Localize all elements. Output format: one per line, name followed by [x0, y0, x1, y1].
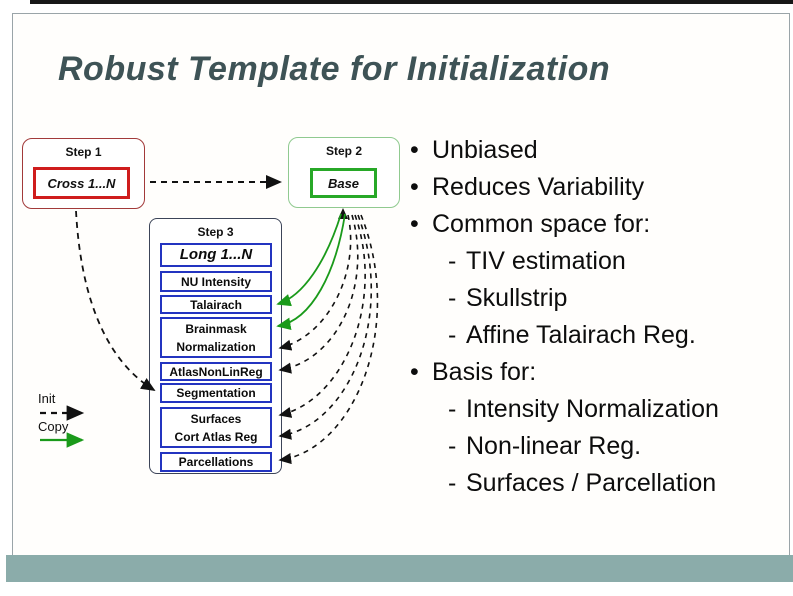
- bullet-item: •Basis for:: [410, 358, 537, 386]
- legend-init-label: Init: [38, 391, 56, 406]
- legend-copy-label: Copy: [38, 419, 69, 434]
- cell-brainmask-normalization: Brainmask Normalization: [160, 317, 272, 358]
- bullet-subitem: -Affine Talairach Reg.: [448, 321, 696, 349]
- bullet-subitem: -TIV estimation: [448, 247, 626, 275]
- step2-label: Step 2: [325, 144, 362, 158]
- cell-atlasnonlinreg: AtlasNonLinReg: [160, 362, 272, 381]
- bullet-item: •Common space for:: [410, 210, 651, 238]
- cell-talairach: Talairach: [160, 295, 272, 314]
- bullet-subitem: -Non-linear Reg.: [448, 432, 642, 460]
- step3-label: Step 3: [197, 225, 234, 239]
- bullet-list: •Unbiased •Reduces Variability •Common s…: [410, 132, 770, 502]
- bullet-item: •Reduces Variability: [410, 173, 645, 201]
- cell-nu-intensity: NU Intensity: [160, 271, 272, 292]
- cell-parcellations: Parcellations: [160, 452, 272, 472]
- cell-surfaces-cortatlas: Surfaces Cort Atlas Reg: [160, 407, 272, 448]
- pipeline-stack: Long 1...N NU Intensity Talairach Brainm…: [160, 243, 272, 472]
- slide-footer-bar: [6, 555, 793, 582]
- step1-label: Step 1: [65, 145, 102, 159]
- cell-segmentation: Segmentation: [160, 383, 272, 403]
- slide-title: Robust Template for Initialization: [58, 50, 611, 88]
- cross-node: Cross 1...N: [33, 167, 130, 199]
- cell-long: Long 1...N: [160, 243, 272, 267]
- bullet-subitem: -Skullstrip: [448, 284, 568, 312]
- bullet-subitem: -Intensity Normalization: [448, 395, 719, 423]
- base-node: Base: [310, 168, 377, 198]
- bullet-item: •Unbiased: [410, 136, 538, 164]
- bullet-subitem: -Surfaces / Parcellation: [448, 469, 717, 497]
- window-top-line: [30, 0, 793, 4]
